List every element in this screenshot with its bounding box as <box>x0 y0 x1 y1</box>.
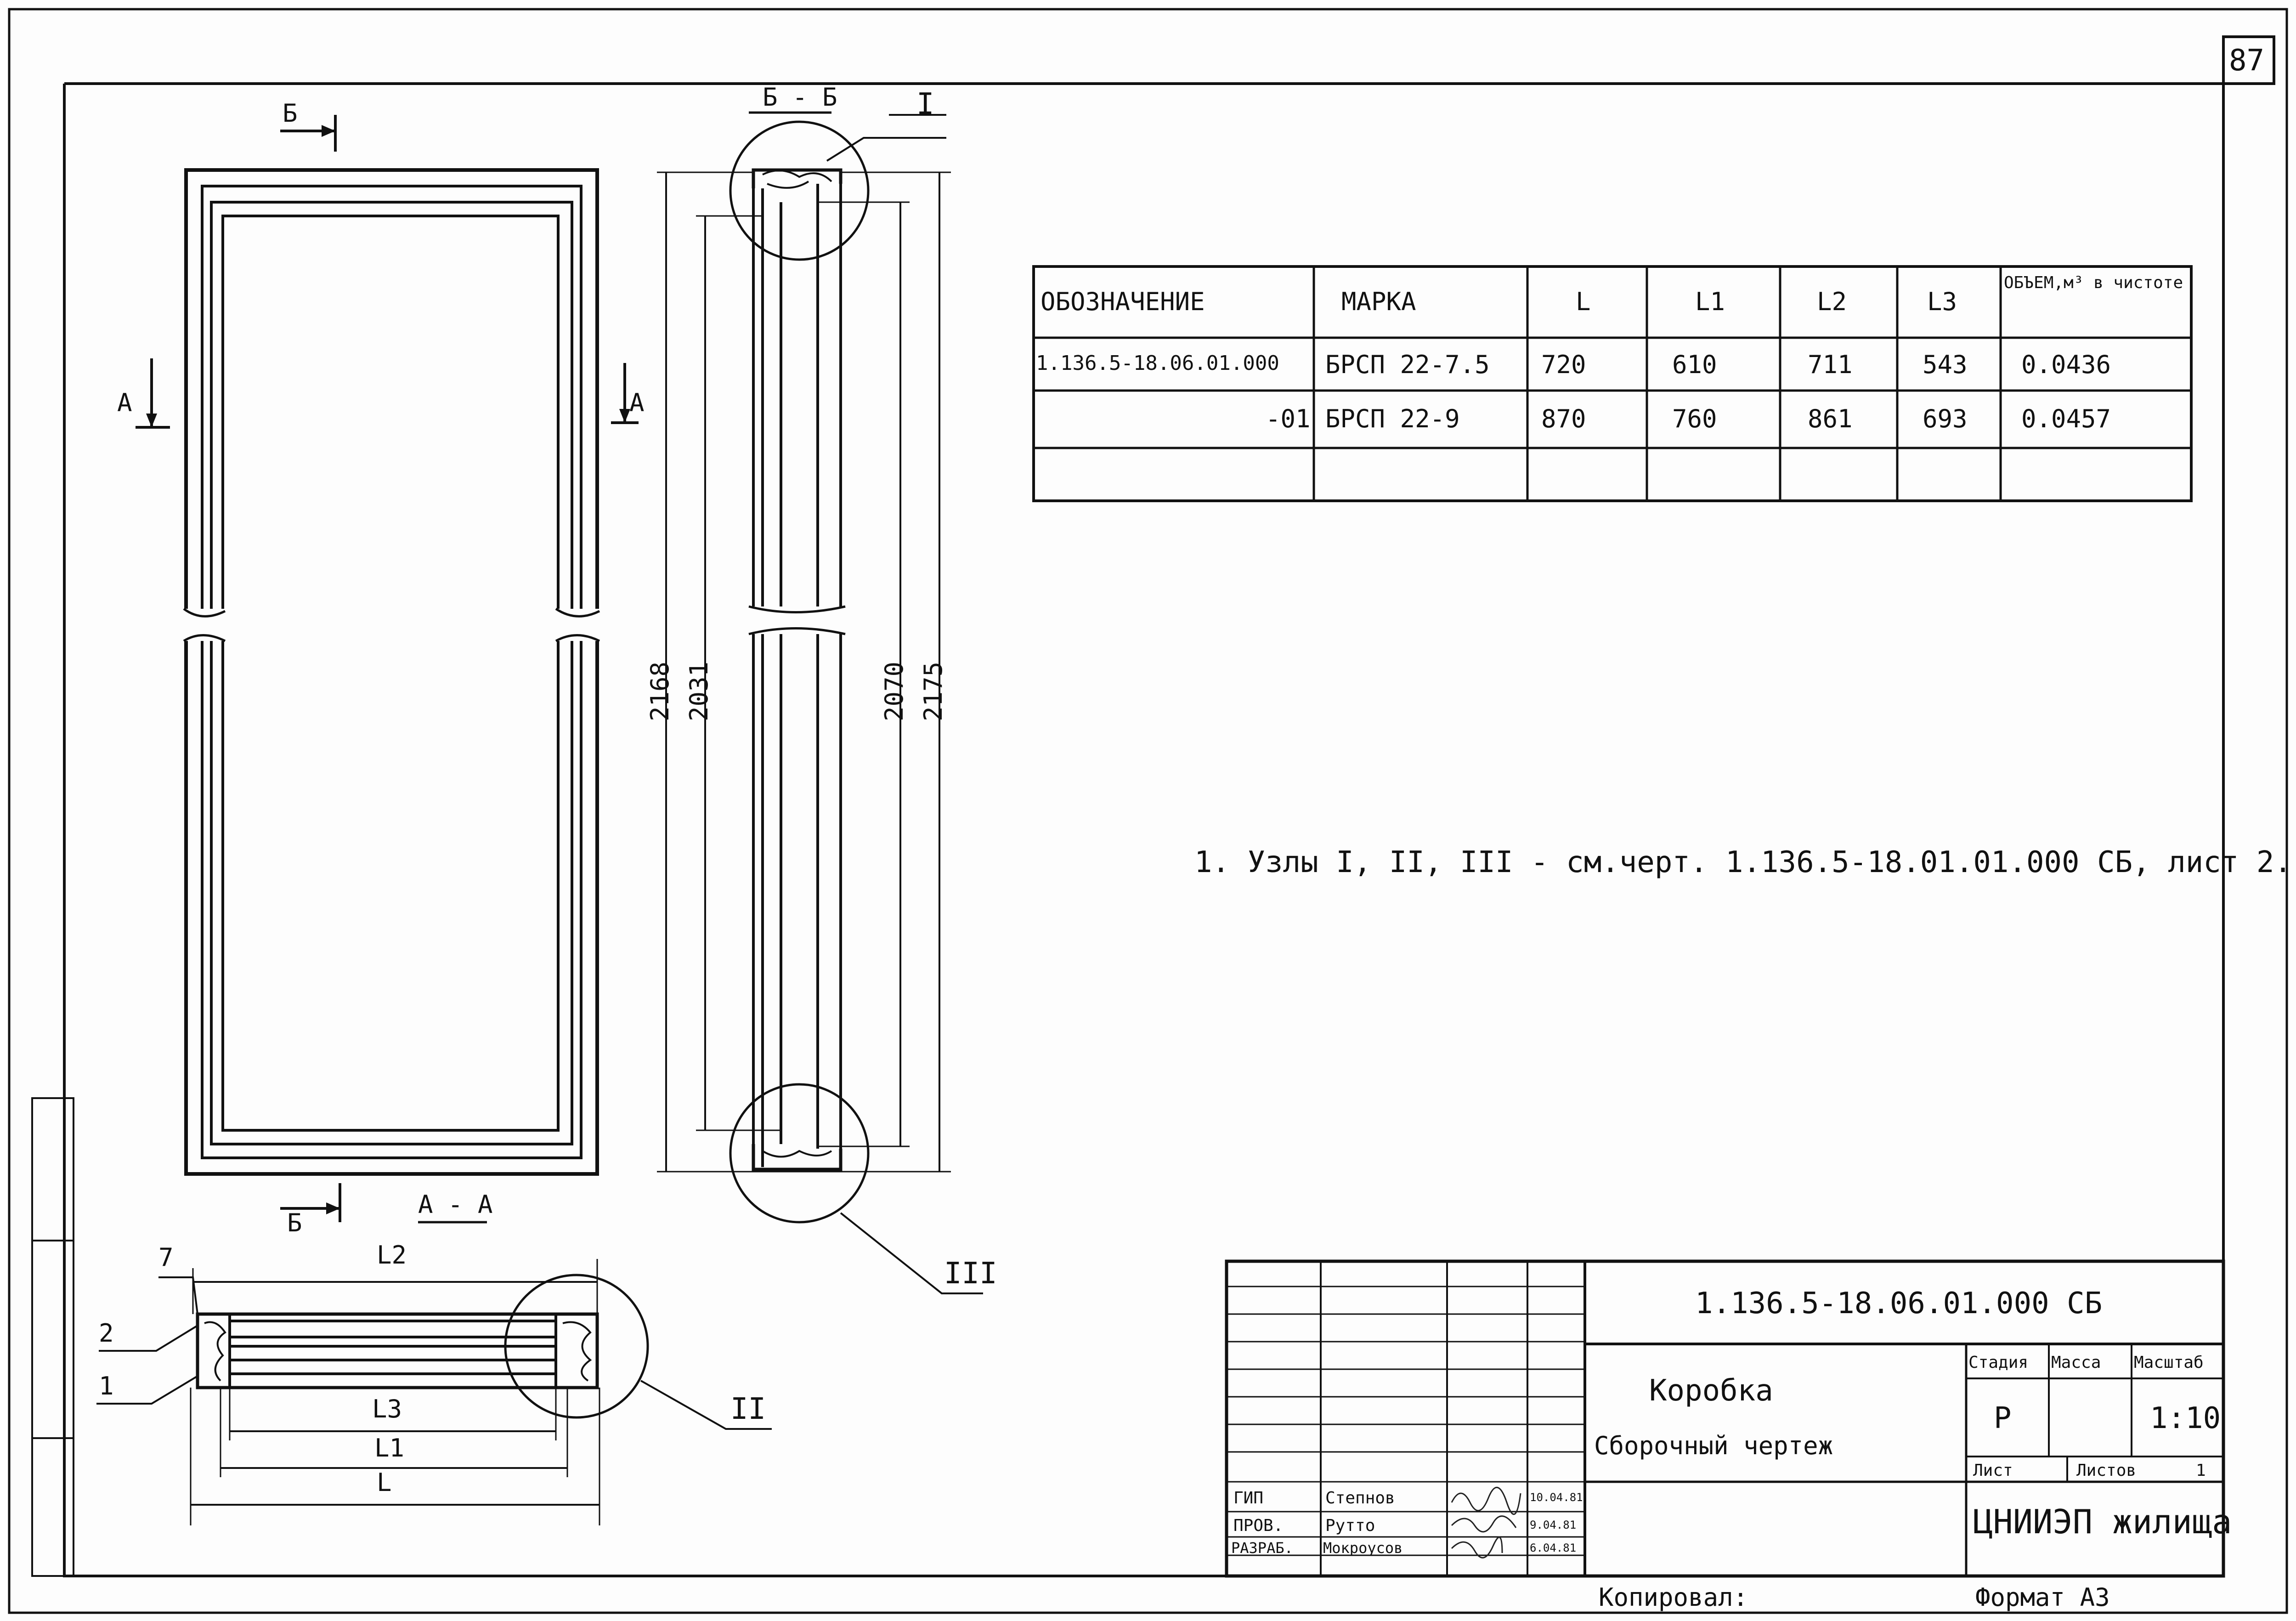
date-gip: 10.04.81 <box>1530 1491 1583 1504</box>
date-prov: 9.04.81 <box>1530 1519 1577 1531</box>
spec-r1-mark: БРСП 22-7.5 <box>1325 350 1490 379</box>
date-razrab: 6.04.81 <box>1530 1542 1577 1554</box>
spec-header-l2: L2 <box>1817 287 1847 316</box>
mass-label: Масса <box>2051 1353 2101 1372</box>
spec-r1-designation: 1.136.5-18.06.01.000 <box>1036 351 1279 375</box>
callout-3: III <box>944 1257 997 1291</box>
position-7: 7 <box>158 1243 174 1272</box>
spec-r2-designation: -01 <box>1266 404 1311 433</box>
sheet-label: Лист <box>1973 1461 2013 1480</box>
dim-l: L <box>377 1468 392 1497</box>
marker-a-right: А <box>629 388 645 417</box>
marker-b-bottom: Б <box>287 1208 302 1237</box>
name-gip: Степнов <box>1325 1489 1395 1508</box>
callout-2: II <box>730 1392 766 1426</box>
spec-header-l1: L1 <box>1695 287 1725 316</box>
spec-r2-l: 870 <box>1541 404 1586 433</box>
dim-2175: 2175 <box>919 661 948 721</box>
spec-r1-l: 720 <box>1541 350 1586 379</box>
page-number: 87 <box>2229 44 2265 78</box>
position-1: 1 <box>99 1372 114 1400</box>
spec-r1-l1: 610 <box>1672 350 1717 379</box>
spec-header-designation: ОБОЗНАЧЕНИЕ <box>1041 287 1205 316</box>
role-gip: ГИП <box>1233 1489 1264 1508</box>
spec-r2-volume: 0.0457 <box>2021 404 2111 433</box>
spec-r2-mark: БРСП 22-9 <box>1325 404 1460 433</box>
doc-name-line1: Коробка <box>1649 1374 1773 1408</box>
section-aa-label: А - А <box>418 1190 493 1219</box>
drawing-note: 1. Узлы I, II, III - см.черт. 1.136.5-18… <box>1194 845 2292 879</box>
organization: ЦНИИЭП жилища <box>1973 1502 2232 1541</box>
spec-r1-l3: 543 <box>1923 350 1968 379</box>
footer-copied: Копировал: <box>1599 1583 1748 1612</box>
spec-r2-l3: 693 <box>1923 404 1968 433</box>
dim-l2: L2 <box>377 1241 407 1270</box>
callout-1: I <box>916 87 934 121</box>
spec-r2-l1: 760 <box>1672 404 1717 433</box>
role-razrab: РАЗРАБ. <box>1231 1539 1293 1557</box>
role-prov: ПРОВ. <box>1233 1516 1284 1535</box>
position-2: 2 <box>99 1319 114 1348</box>
dim-2168: 2168 <box>645 661 674 721</box>
dim-2070: 2070 <box>880 661 909 721</box>
scale-value: 1:10 <box>2150 1401 2221 1435</box>
doc-code: 1.136.5-18.06.01.000 СБ <box>1695 1287 2103 1321</box>
scale-label: Масштаб <box>2134 1353 2204 1372</box>
name-razrab: Мокроусов <box>1323 1539 1403 1557</box>
footer-format: Формат А3 <box>1975 1583 2110 1612</box>
stage-value: Р <box>1994 1401 2012 1435</box>
spec-header-l3: L3 <box>1927 287 1957 316</box>
spec-header-volume: ОБЪЕМ,м³ в чистоте <box>2004 273 2183 292</box>
name-prov: Рутто <box>1325 1516 1375 1535</box>
dim-l1: L1 <box>374 1434 405 1462</box>
sheets-label: Листов <box>2076 1461 2137 1480</box>
doc-name-line2: Сборочный чертеж <box>1594 1431 1833 1460</box>
dim-2031: 2031 <box>684 661 713 721</box>
marker-b-top: Б <box>283 99 298 128</box>
spec-r1-volume: 0.0436 <box>2021 350 2111 379</box>
spec-r1-l2: 711 <box>1808 350 1853 379</box>
marker-a-left: А <box>117 388 132 417</box>
spec-r2-l2: 861 <box>1808 404 1853 433</box>
spec-header-l: L <box>1576 287 1591 316</box>
section-bb-label: Б - Б <box>763 83 837 112</box>
sheets-value: 1 <box>2196 1461 2206 1480</box>
spec-header-mark: МАРКА <box>1341 287 1416 316</box>
dim-l3: L3 <box>372 1394 402 1423</box>
stage-label: Стадия <box>1968 1353 2029 1372</box>
